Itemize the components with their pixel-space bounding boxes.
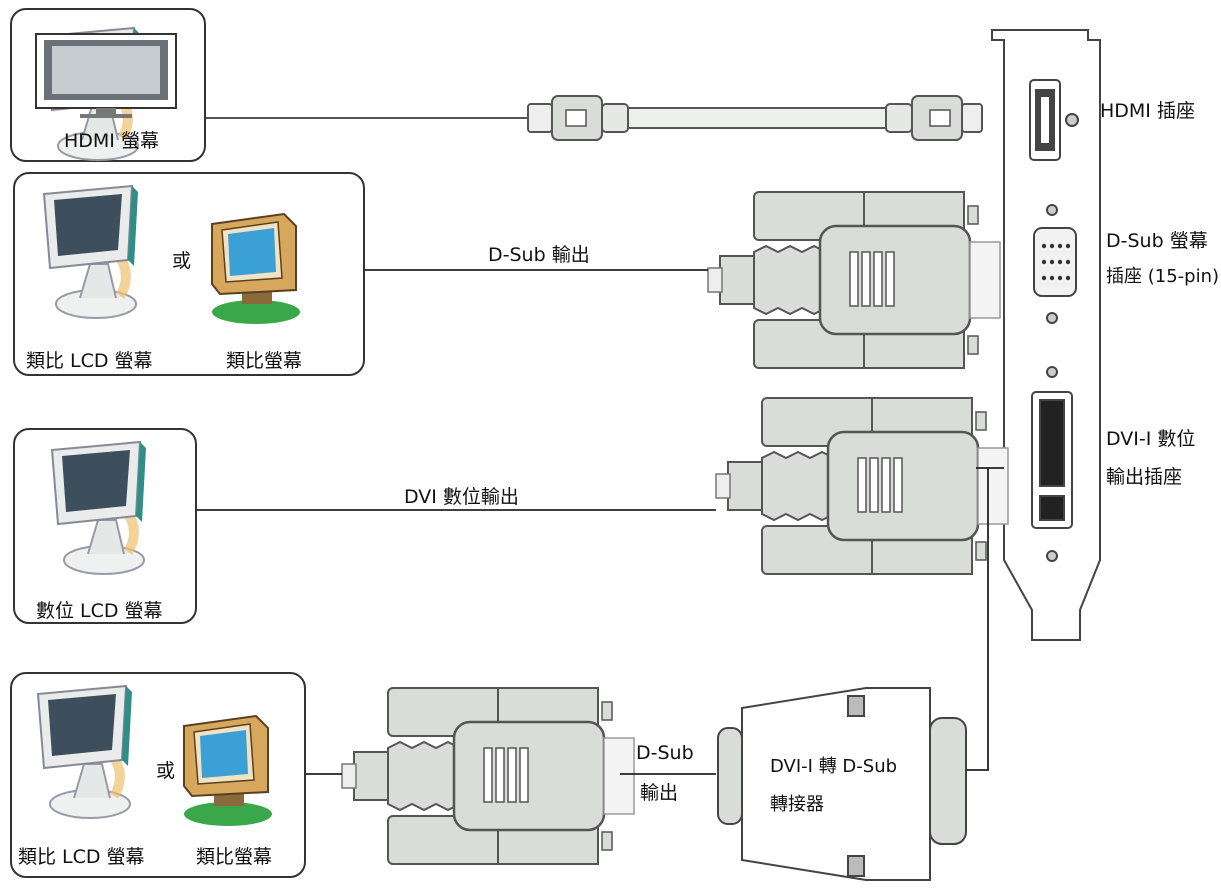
analog-lcd-label-top: 類比 LCD 螢幕 (26, 350, 153, 372)
digital-lcd-label: 數位 LCD 螢幕 (36, 600, 163, 622)
analog-crt-icon-top (211, 213, 301, 325)
dvi-connector (714, 396, 1010, 576)
dsub-output-word-label: 輸出 (640, 782, 679, 804)
analog-lcd-icon-top (44, 186, 138, 318)
hdmi-monitor-label: HDMI 螢幕 (64, 130, 159, 152)
graphics-card-bracket (991, 29, 1101, 641)
analog-crt-label-bottom: 類比螢幕 (196, 846, 273, 868)
hdmi-port-label: HDMI 插座 (1100, 100, 1195, 122)
analog-lcd-icon-bottom (38, 686, 132, 818)
dsub-port-pins (1041, 243, 1071, 281)
dsub-output-label: D-Sub 輸出 (488, 244, 590, 266)
analog-crt-label-top: 類比螢幕 (226, 350, 303, 372)
analog-crt-icon-bottom (183, 715, 273, 827)
or-label-top: 或 (172, 250, 192, 272)
dsub-short-label: D-Sub (636, 742, 694, 764)
dvi-port-label-line1: DVI-I 數位 (1106, 428, 1196, 450)
adapter-label-line1: DVI-I 轉 D-Sub (770, 756, 898, 777)
hdmi-tv-icon-detail (35, 33, 177, 118)
dvi-dsub-adapter (717, 687, 967, 881)
digital-lcd-icon (52, 442, 146, 574)
analog-lcd-label-bottom: 類比 LCD 螢幕 (18, 846, 145, 868)
dsub-port-label-line1: D-Sub 螢幕 (1106, 230, 1208, 252)
adapter-to-card-line (966, 468, 989, 771)
dsub-port-label-line2: 插座 (15-pin) (1106, 266, 1220, 287)
dsub-connector-top (706, 190, 1002, 370)
dsub-connector-bottom (340, 686, 636, 866)
dvi-port-label-line2: 輸出插座 (1106, 466, 1183, 488)
or-label-bottom: 或 (156, 760, 176, 782)
dvi-output-label: DVI 數位輸出 (404, 486, 519, 508)
adapter-label-line2: 轉接器 (770, 794, 824, 815)
hdmi-cable (206, 95, 983, 141)
